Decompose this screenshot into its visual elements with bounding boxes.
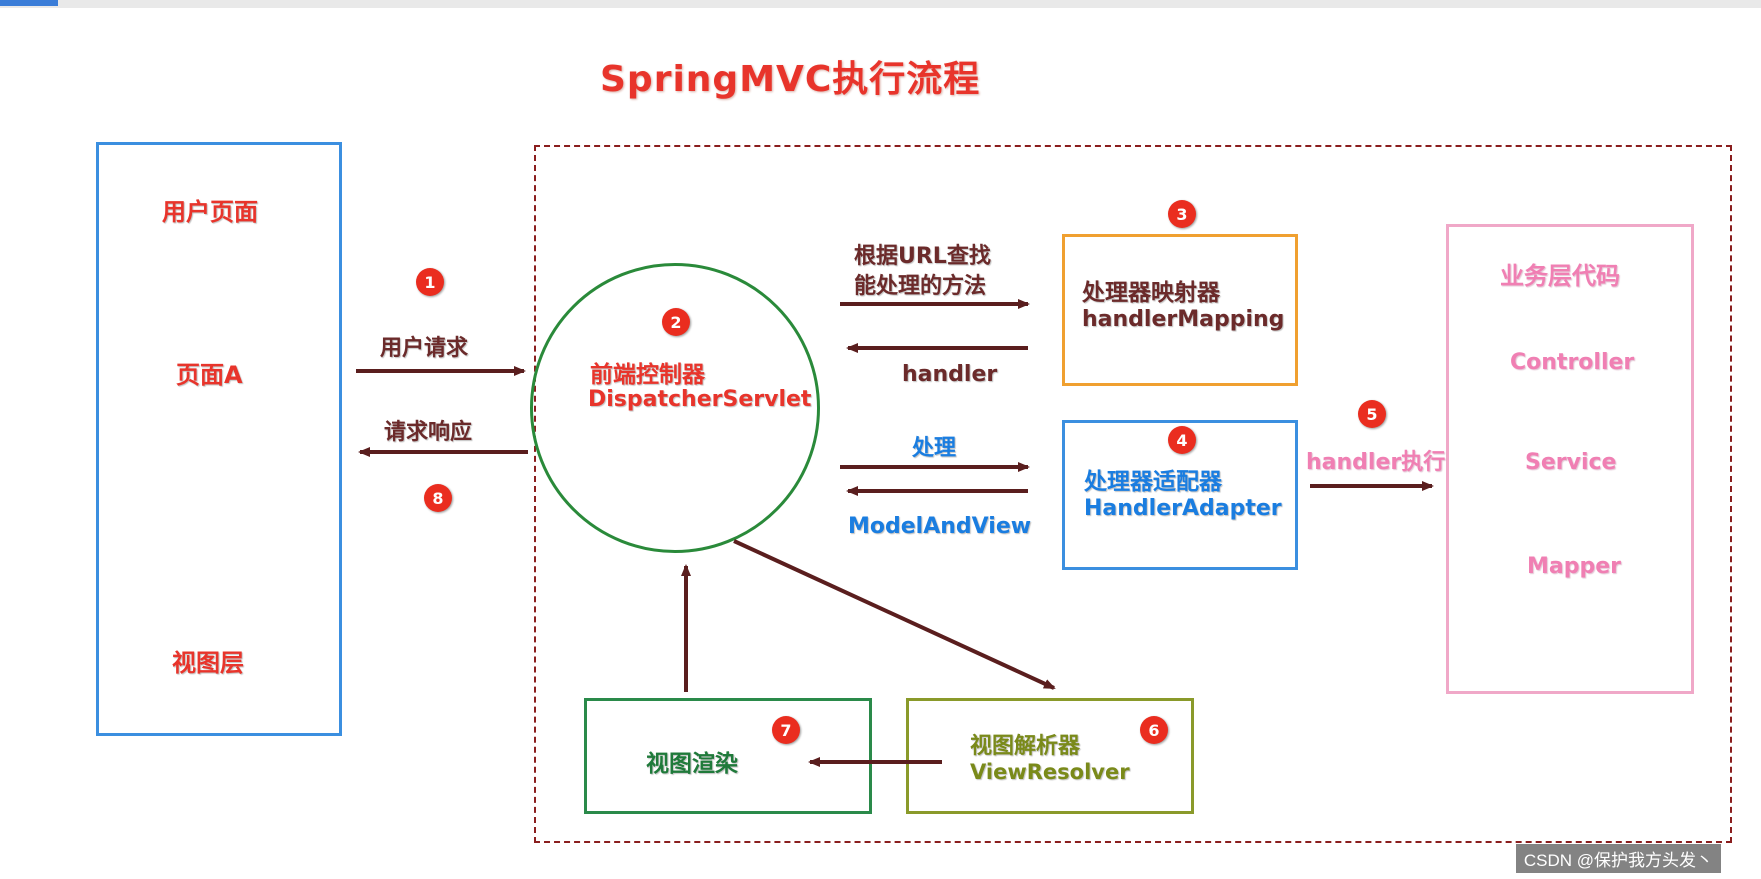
business-item-mapper: Mapper xyxy=(1527,554,1622,579)
user-page-title: 用户页面 xyxy=(162,198,258,226)
diagram-title: SpringMVC执行流程 xyxy=(600,59,981,100)
user-page-box xyxy=(96,142,342,736)
business-layer-box xyxy=(1446,224,1694,694)
handler-adapter-box xyxy=(1062,420,1298,570)
step-badge-1: 1 xyxy=(416,268,444,296)
step-badge-5: 5 xyxy=(1358,400,1386,428)
step-badge-3: 3 xyxy=(1168,200,1196,228)
page-a-label: 页面A xyxy=(176,361,243,389)
business-item-controller: Controller xyxy=(1510,350,1635,375)
top-bar xyxy=(0,0,1761,8)
handler-adapter-cn-label: 处理器适配器 xyxy=(1084,469,1222,495)
edge-label-user-request: 用户请求 xyxy=(380,336,469,361)
view-resolver-en-label: ViewResolver xyxy=(970,760,1130,784)
edge-label-find-handler-2: 能处理的方法 xyxy=(854,274,987,299)
handler-mapping-cn-label: 处理器映射器 xyxy=(1082,280,1220,306)
step-badge-8: 8 xyxy=(424,484,452,512)
step-badge-6: 6 xyxy=(1140,716,1168,744)
edge-label-handler: handler xyxy=(902,362,998,387)
edge-label-request-response: 请求响应 xyxy=(384,420,473,445)
business-title: 业务层代码 xyxy=(1500,262,1620,290)
step-badge-2: 2 xyxy=(662,308,690,336)
active-tab-indicator xyxy=(0,0,58,6)
step-badge-7: 7 xyxy=(772,716,800,744)
edge-label-process: 处理 xyxy=(912,436,957,461)
business-item-service: Service xyxy=(1525,450,1617,475)
edge-label-handler-execute: handler执行 xyxy=(1306,450,1446,475)
springmvc-container xyxy=(534,145,1732,843)
step-badge-4: 4 xyxy=(1168,426,1196,454)
handler-adapter-en-label: HandlerAdapter xyxy=(1084,496,1282,521)
handler-mapping-en-label: handlerMapping xyxy=(1082,307,1285,332)
view-layer-label: 视图层 xyxy=(172,649,244,677)
dispatcher-circle xyxy=(530,263,820,553)
dispatcher-en-label: DispatcherServlet xyxy=(588,387,812,412)
csdn-watermark: CSDN @保护我方头发丶 xyxy=(1515,844,1721,873)
handler-mapping-box xyxy=(1062,234,1298,386)
view-resolver-box xyxy=(906,698,1194,814)
dispatcher-cn-label: 前端控制器 xyxy=(590,362,705,388)
arrow-to-view-resolver xyxy=(733,539,1056,690)
edge-label-model-and-view: ModelAndView xyxy=(848,514,1032,539)
edge-label-find-handler-1: 根据URL查找 xyxy=(854,244,991,269)
view-resolver-cn-label: 视图解析器 xyxy=(970,734,1081,759)
view-render-box xyxy=(584,698,872,814)
view-render-label: 视图渲染 xyxy=(646,751,738,777)
